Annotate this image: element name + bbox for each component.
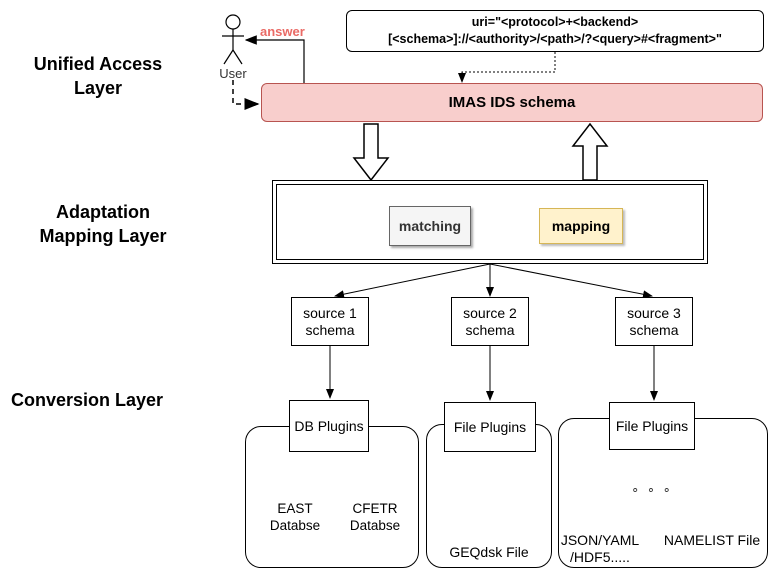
imas-ids-schema-label: IMAS IDS schema: [448, 94, 576, 111]
unified-access-layer-label: Unified Access Layer: [33, 54, 163, 98]
user-label: User: [219, 66, 247, 81]
imas-ids-schema-box: IMAS IDS schema: [261, 83, 763, 122]
uri-line-1: uri="<protocol>+<backend>: [471, 15, 639, 29]
answer-label: answer: [260, 24, 305, 39]
uri-line-2: [<schema>]://<authority>/<path>/?<query>…: [388, 32, 722, 46]
source-3-schema-box: source 3 schema: [615, 297, 693, 346]
uri-connector: [458, 52, 556, 83]
up-block-arrow-icon: [571, 122, 609, 181]
user-request-connector: [232, 80, 260, 110]
mapping-box: mapping: [539, 208, 623, 244]
down-block-arrow-icon: [352, 123, 390, 182]
geqdsk-file-label: GEQdsk File: [449, 544, 529, 560]
adaptation-mapping-layer-label: Adaptation Mapping Layer: [39, 202, 167, 246]
mapping-label: mapping: [551, 217, 611, 234]
adaptation-mapping-container: [272, 180, 708, 264]
namelist-file-label: NAMELIST File: [663, 532, 761, 548]
user-actor-icon: [222, 14, 244, 65]
json-yaml-hdf5-label: JSON/YAML /HDF5.....: [560, 532, 640, 565]
file-plugins-box-2: File Plugins: [609, 402, 695, 450]
source-2-schema-box: source 2 schema: [451, 297, 529, 346]
file-plugins-box-1: File Plugins: [444, 402, 536, 452]
uri-template-box: uri="<protocol>+<backend> [<schema>]://<…: [346, 10, 764, 52]
ellipsis-icon: ∘ ∘ ∘: [631, 482, 673, 497]
answer-connector: [244, 35, 305, 84]
matching-box: matching: [389, 206, 471, 246]
matching-label: matching: [398, 217, 462, 234]
db-plugins-box: DB Plugins: [289, 400, 369, 452]
source-1-schema-box: source 1 schema: [291, 297, 369, 346]
conversion-layer-label: Conversion Layer: [10, 390, 164, 410]
cfetr-database-label: CFETR Databse: [349, 501, 401, 533]
east-database-label: EAST Databse: [269, 501, 321, 533]
